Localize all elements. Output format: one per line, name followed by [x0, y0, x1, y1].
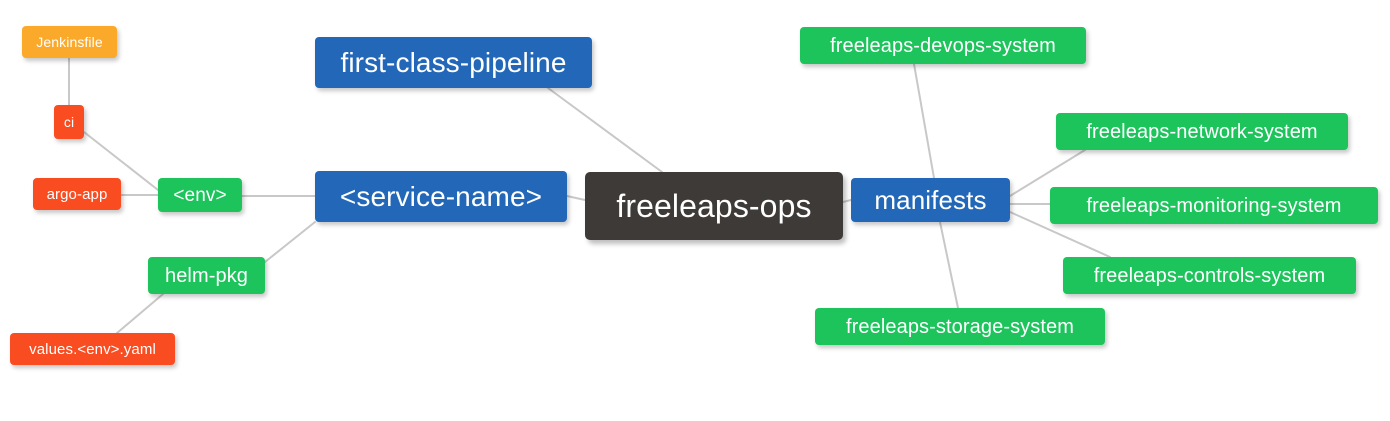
node-freeleaps-devops-system[interactable]: freeleaps-devops-system: [800, 27, 1086, 64]
node-label: freeleaps-controls-system: [1093, 264, 1326, 287]
edge-service-name-to-freeleaps-ops: [566, 195, 586, 201]
node-label: manifests: [874, 185, 987, 215]
node-freeleaps-network-system[interactable]: freeleaps-network-system: [1056, 113, 1348, 150]
node-freeleaps-ops[interactable]: freeleaps-ops: [585, 172, 843, 240]
node-label: freeleaps-monitoring-system: [1086, 194, 1342, 217]
node-argo-app[interactable]: argo-app: [33, 178, 121, 210]
node-first-class-pipeline[interactable]: first-class-pipeline: [315, 37, 592, 88]
node-jenkinsfile[interactable]: Jenkinsfile: [22, 26, 117, 58]
node-label: values.<env>.yaml: [29, 340, 156, 358]
node-freeleaps-monitoring-system[interactable]: freeleaps-monitoring-system: [1050, 187, 1378, 224]
node-label: argo-app: [46, 185, 108, 203]
node-label: helm-pkg: [164, 264, 249, 287]
node-service-name[interactable]: <service-name>: [315, 171, 567, 222]
node-label: <env>: [173, 184, 227, 206]
edge-manifests-to-freeleaps-storage-system: [939, 221, 959, 309]
node-label: <service-name>: [339, 180, 543, 212]
node-label: ci: [63, 114, 75, 130]
node-values-yaml[interactable]: values.<env>.yaml: [10, 333, 175, 365]
node-label: Jenkinsfile: [36, 34, 103, 50]
node-label: freeleaps-network-system: [1086, 120, 1318, 143]
node-manifests[interactable]: manifests: [851, 178, 1010, 222]
node-env[interactable]: <env>: [158, 178, 242, 212]
node-label: freeleaps-devops-system: [830, 34, 1056, 57]
node-freeleaps-storage-system[interactable]: freeleaps-storage-system: [815, 308, 1105, 345]
edge-freeleaps-ops-to-manifests: [842, 199, 852, 203]
edge-manifests-to-freeleaps-devops-system: [913, 63, 935, 179]
node-freeleaps-controls-system[interactable]: freeleaps-controls-system: [1063, 257, 1356, 294]
node-label: freeleaps-ops: [616, 188, 812, 224]
node-helm-pkg[interactable]: helm-pkg: [148, 257, 265, 294]
edge-first-class-pipeline-to-freeleaps-ops: [547, 87, 663, 173]
node-label: freeleaps-storage-system: [845, 315, 1075, 338]
node-label: first-class-pipeline: [340, 46, 567, 78]
edge-service-name-to-helm-pkg: [264, 221, 316, 263]
edge-helm-pkg-to-values-yaml: [116, 293, 164, 334]
node-ci[interactable]: ci: [54, 105, 84, 139]
